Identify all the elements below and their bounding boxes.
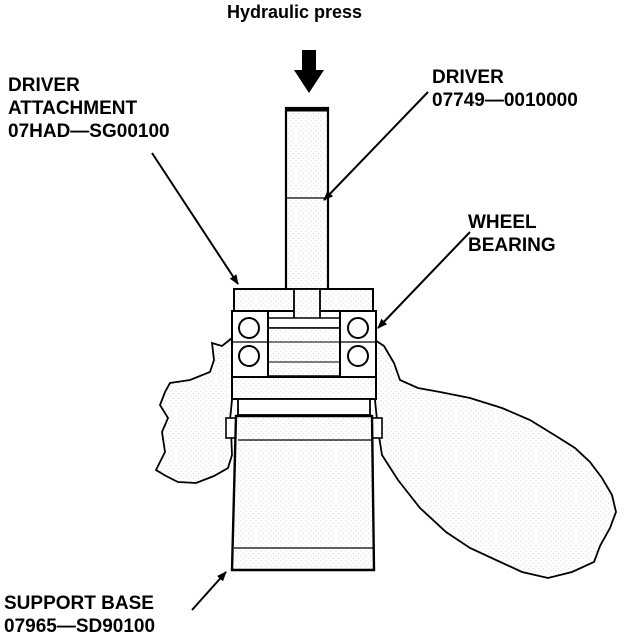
leader-arrow-icon [323,91,429,201]
driver-attachment-line1: DRIVER [8,75,80,96]
hub-flange [231,376,377,416]
driver-tool [284,106,330,292]
wheel-bearing-left [231,310,269,378]
support-base-tool [225,414,383,572]
driver-attachment-part-no: 07HAD—SG00100 [8,121,170,142]
driver-line1: DRIVER [432,67,504,88]
support-base-label: SUPPORT BASE 07965—SD90100 [4,592,155,638]
knuckle-housing-right [371,336,617,579]
wheel-bearing-label: WHEEL BEARING [468,211,556,257]
support-base-line1: SUPPORT BASE [4,593,154,614]
wheel-bearing-line1: WHEEL [468,212,537,233]
driver-attachment-label: DRIVER ATTACHMENT 07HAD—SG00100 [8,74,170,143]
leader-arrow-icon [377,231,471,329]
leader-arrow-icon [191,571,227,611]
driver-label: DRIVER 07749—0010000 [432,66,578,112]
hydraulic-press-text: Hydraulic press [227,2,363,22]
down-arrow-icon [294,50,324,93]
driver-part-no: 07749—0010000 [432,90,578,111]
driver-attachment-line2: ATTACHMENT [8,98,138,119]
knuckle-housing-left [154,336,233,484]
hydraulic-press-label: Hydraulic press [227,1,362,24]
wheel-bearing-line2: BEARING [468,235,556,256]
support-base-part-no: 07965—SD90100 [4,616,156,637]
wheel-bearing-right [339,310,377,378]
leader-arrow-icon [151,152,239,285]
hub-inner-race [267,327,345,377]
